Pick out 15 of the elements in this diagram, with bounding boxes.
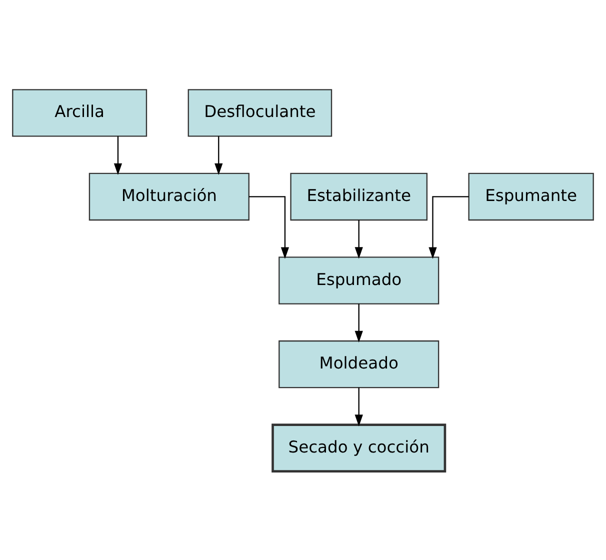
node-box: Molturación	[88, 172, 250, 220]
node-box: Arcilla	[12, 88, 148, 136]
node-box: Moldeado	[278, 340, 440, 388]
arrow	[354, 220, 363, 258]
node-box: Secado y cocción	[272, 423, 446, 472]
arrow	[428, 196, 469, 258]
arrow	[214, 136, 223, 174]
node-box: Desfloculante	[188, 88, 332, 136]
node-box: Espumante	[468, 172, 594, 220]
arrow	[114, 136, 122, 174]
arrow	[354, 387, 363, 426]
arrow	[354, 303, 363, 342]
node-box: Estabilizante	[290, 172, 428, 220]
arrow	[248, 196, 290, 258]
node-box: Espumado	[278, 256, 440, 304]
